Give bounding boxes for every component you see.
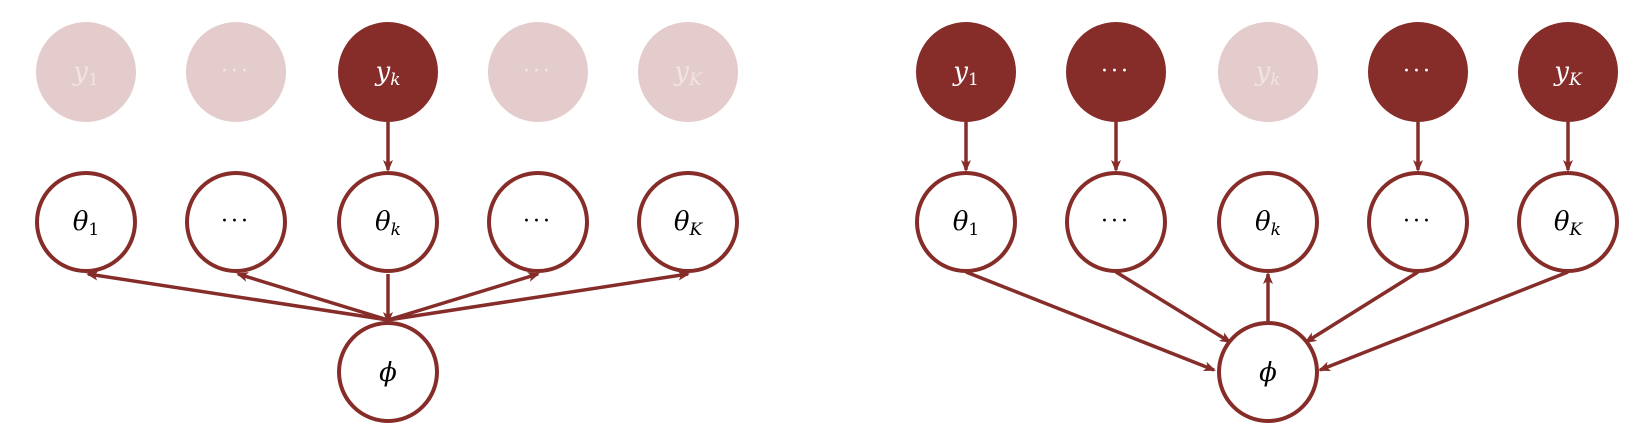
node-y1-subscript: 1 <box>968 70 979 90</box>
node-y-dots-a-label: ··· <box>1101 59 1131 84</box>
edge-theta1-to-phi <box>965 270 1216 372</box>
node-y1-subscript: 1 <box>88 70 99 90</box>
svg-text:yK: yK <box>1553 57 1583 90</box>
node-yK-subscript: K <box>688 70 703 90</box>
node-y-dots-b: ··· <box>1368 22 1468 122</box>
node-theta1-label: θ <box>953 207 969 237</box>
node-yk-label: y <box>1254 57 1270 87</box>
node-theta-dots-b: ··· <box>1367 171 1469 273</box>
node-theta-dots-a: ··· <box>1065 171 1167 273</box>
node-thetak-subscript: k <box>1271 220 1281 240</box>
edge-phi-to-thetadots-b <box>387 272 540 322</box>
svg-text:y1: y1 <box>952 57 979 90</box>
svg-text:yk: yk <box>1254 57 1280 90</box>
svg-text:y1: y1 <box>72 57 99 90</box>
edge-thetadots-b-to-phi <box>1304 270 1419 344</box>
node-y1: y1 <box>916 22 1016 122</box>
edge-phi-to-thetadots-a <box>236 272 389 322</box>
svg-text:θ1: θ1 <box>953 207 979 240</box>
svg-text:θK: θK <box>1554 207 1584 240</box>
node-phi: ϕ <box>1217 321 1319 423</box>
node-theta-dots-a: ··· <box>185 171 287 273</box>
node-yk: yk <box>338 22 438 122</box>
edge-phi-to-thetaK <box>387 270 690 322</box>
node-phi-label: ϕ <box>379 358 397 388</box>
svg-text:θk: θk <box>1255 207 1281 240</box>
node-yK-label: y <box>1553 57 1569 87</box>
edge-phi-to-theta1 <box>86 270 389 322</box>
svg-text:yK: yK <box>673 57 703 90</box>
node-theta1-subscript: 1 <box>88 220 99 240</box>
node-thetaK-label: θ <box>674 207 690 237</box>
node-phi-label: ϕ <box>1259 358 1277 388</box>
node-y-dots-a: ··· <box>1066 22 1166 122</box>
node-thetaK: θK <box>1517 171 1619 273</box>
node-theta-dots-b-label: ··· <box>1403 209 1433 234</box>
node-theta-dots-b-label: ··· <box>523 209 553 234</box>
node-yK-subscript: K <box>1568 70 1583 90</box>
node-y1-label: y <box>72 57 88 87</box>
svg-text:θk: θk <box>375 207 401 240</box>
node-thetak-label: θ <box>1255 207 1271 237</box>
node-yK-label: y <box>673 57 689 87</box>
node-theta1: θ1 <box>915 171 1017 273</box>
node-phi: ϕ <box>337 321 439 423</box>
node-y1-label: y <box>952 57 968 87</box>
node-yk-subscript: k <box>390 70 400 90</box>
node-theta-dots-a-label: ··· <box>221 209 251 234</box>
node-y1: y1 <box>36 22 136 122</box>
edge-thetaK-to-phi <box>1318 270 1569 372</box>
svg-text:yk: yk <box>374 57 400 90</box>
node-thetak: θk <box>337 171 439 273</box>
node-thetaK: θK <box>637 171 739 273</box>
node-y-dots-b-label: ··· <box>1403 59 1433 84</box>
node-theta-dots-a-label: ··· <box>1101 209 1131 234</box>
node-theta1-label: θ <box>73 207 89 237</box>
node-theta1-subscript: 1 <box>968 220 979 240</box>
panel-left: y1 ··· yk ··· yK θ1 ··· θk <box>35 22 739 423</box>
svg-text:θ1: θ1 <box>73 207 99 240</box>
node-yK: yK <box>1518 22 1618 122</box>
node-thetaK-label: θ <box>1554 207 1570 237</box>
edge-thetadots-a-to-phi <box>1115 270 1232 344</box>
node-y-dots-b: ··· <box>488 22 588 122</box>
node-thetaK-subscript: K <box>1568 220 1583 240</box>
node-yK: yK <box>638 22 738 122</box>
node-yk: yk <box>1218 22 1318 122</box>
node-y-dots-a-label: ··· <box>221 59 251 84</box>
node-theta-dots-b: ··· <box>487 171 589 273</box>
node-theta1: θ1 <box>35 171 137 273</box>
node-y-dots-b-label: ··· <box>523 59 553 84</box>
svg-text:θK: θK <box>674 207 704 240</box>
node-y-dots-a: ··· <box>186 22 286 122</box>
panel-right: y1 ··· yk ··· yK θ1 ··· θk <box>915 22 1619 423</box>
node-yk-label: y <box>374 57 390 87</box>
node-yk-subscript: k <box>1270 70 1280 90</box>
node-thetaK-subscript: K <box>688 220 703 240</box>
node-thetak: θk <box>1217 171 1319 273</box>
node-thetak-subscript: k <box>391 220 401 240</box>
node-thetak-label: θ <box>375 207 391 237</box>
